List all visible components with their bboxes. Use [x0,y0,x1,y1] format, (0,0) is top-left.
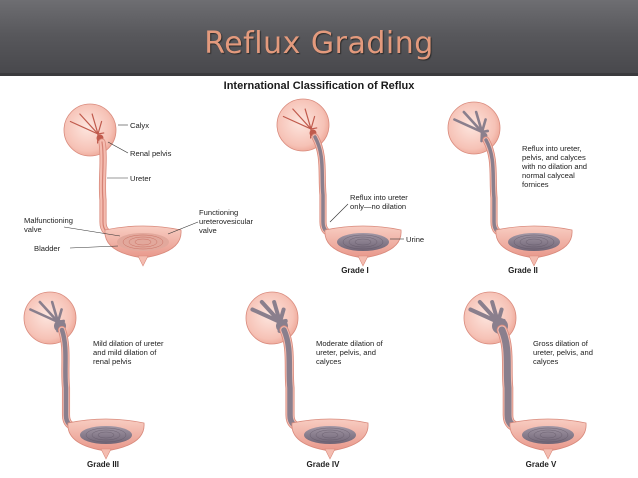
bladder-fold [342,234,384,250]
bladder-fold [513,234,555,250]
label-urine: Urine [406,235,424,244]
label-functioning-valve-line3: valve [199,226,217,235]
bladder-fold [539,431,557,439]
grade-2-desc-line3: with no dilation and [521,162,587,171]
bladder-fold [315,429,345,441]
calyx [474,110,484,134]
calyx [50,300,60,324]
calyx [292,108,312,130]
label-calyx: Calyx [130,121,149,130]
grade-4-desc-line2: ureter, pelvis, and [316,348,376,357]
ureter [483,137,509,237]
calyx [250,307,282,324]
slide-title: Reflux Grading [204,26,434,61]
calyx [468,307,500,324]
grade-2-desc-line1: Reflux into ureter, [522,144,582,153]
calyx [38,300,60,324]
bladder-fold [85,427,127,443]
calyx [310,115,316,130]
grade-1-desc-line2: only—no dilation [350,202,406,211]
grade-1-label: Grade I [341,266,369,275]
urethra [100,448,112,460]
grade-1-desc-line1: Reflux into ureter [350,193,408,202]
label-malfunctioning-valve-line2: valve [24,225,42,234]
bladder-urine [80,426,132,444]
calyx [56,308,63,324]
ureter [312,134,338,237]
label-bladder: Bladder [34,244,61,253]
bladder-fold [519,236,549,248]
grade-3-label: Grade III [87,460,119,469]
grade-2-label: Grade II [508,266,538,275]
urethra [137,255,149,267]
calyx [29,308,60,324]
bladder-fold [128,236,158,248]
calyx [480,118,487,134]
bladder-fold [122,234,164,250]
bladder-fold [321,431,339,439]
urethra [528,255,540,267]
ureter [99,139,118,237]
calyx [91,113,99,135]
calyx [79,113,99,135]
label-malfunctioning-valve-line1: Malfunctioning [24,216,73,225]
bladder-urine [522,426,574,444]
bladder-fold [354,238,372,246]
grade-5-desc-line3: calyces [533,357,559,366]
calyx [69,120,99,135]
bladder-urine [337,233,389,251]
grade-4-label: Grade IV [307,460,341,469]
calyx [97,120,103,135]
slide-header [0,0,638,76]
bladder-fold [134,238,152,246]
bladder-fold [525,238,543,246]
urethra [324,448,336,460]
grade-3-desc-line2: and mild dilation of [93,348,157,357]
grade-5-illustration [463,291,587,460]
label-functioning-valve-line2: ureterovesicular [199,217,253,226]
bladder-fold [97,431,115,439]
grade-4-illustration [245,291,369,460]
bladder-urine [304,426,356,444]
grade-3-desc-line1: Mild dilation of ureter [93,339,164,348]
grade-4-desc-line1: Moderate dilation of [316,339,384,348]
normal-anatomy-illustration [63,103,182,267]
calyx [97,132,105,135]
grade-5-desc-line1: Gross dilation of [533,339,589,348]
urethra [542,448,554,460]
grade-2-illustration [447,101,573,267]
grade-4-desc-line3: calyces [316,357,342,366]
calyx [453,118,484,134]
calyx [462,110,484,134]
diagram-title: International Classification of Reflux [223,80,415,92]
bladder-fold [533,429,563,441]
calyx [310,127,318,130]
calyx [282,115,312,130]
bladder-urine [117,233,169,251]
calyx [304,108,312,130]
label-ureter: Ureter [130,174,152,183]
bladder-fold [91,429,121,441]
anatomy-leaders [63,124,404,249]
grade-2-desc-line2: pelvis, and calyces [522,153,586,162]
bladder-fold [527,427,569,443]
grade-2-desc-line5: fornices [522,180,549,189]
grade-2-desc-line4: normal calyceal [522,171,575,180]
grade-5-desc-line2: ureter, pelvis, and [533,348,593,357]
grade-1-illustration [276,98,402,267]
label-functioning-valve-line1: Functioning [199,208,238,217]
grade-5-label: Grade V [526,460,557,469]
bladder-fold [348,236,378,248]
urethra [357,255,369,267]
grade-3-illustration [23,291,145,460]
grade-3-desc-line3: renal pelvis [93,357,132,366]
bladder-fold [309,427,351,443]
bladder-urine [508,233,560,251]
label-renal-pelvis: Renal pelvis [130,149,172,158]
